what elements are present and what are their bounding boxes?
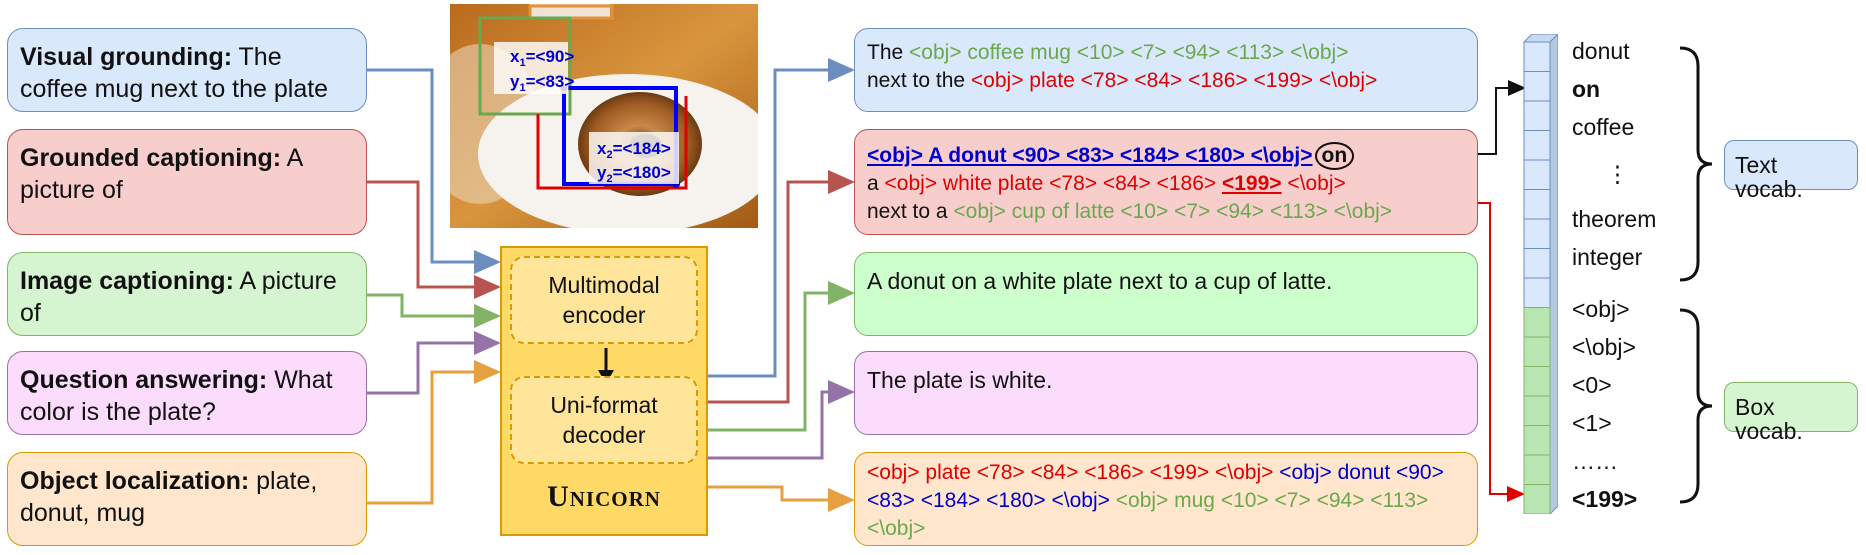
out-text: next to the [867,69,971,92]
vocab-word: <obj> [1572,296,1630,322]
encoder-label: Multimodal encoder [548,272,660,328]
mug-bbox [478,16,572,116]
arrow-loc-input [367,360,501,505]
out-answer: The plate is white. [867,367,1053,393]
arrow-captioning-output [708,170,855,404]
text-vocab-cell [1523,41,1551,72]
vocab-word: <199> [1572,486,1638,512]
donut-photo: x1=<90> y1=<83> x2=<184> y2=<180> [450,4,758,228]
out-text: The [867,41,910,64]
vocab-word: <1> [1572,410,1612,436]
text-vocab-brace [1679,46,1713,282]
arrow-grounding-input [367,68,501,274]
task-title: Question answering: [20,366,268,394]
box-vocab-cell [1523,484,1551,514]
out-latte-token: <obj> cup of latte <10> <7> <94> <113> <… [953,200,1393,223]
out-mug-token: <obj> coffee mug <10> <7> <94> <113> <\o… [909,41,1349,64]
on-token: on [1314,142,1355,170]
task-title: Visual grounding: [20,43,233,71]
box-vocab-cell [1523,425,1551,456]
out-plate-token: <obj> plate <78> <84> <186> <199> <\obj> [867,461,1280,484]
text-vocab-list: donut on coffee ⋮ theorem integer [1572,36,1656,272]
task-question-answering: Question answering: What color is the pl… [7,351,367,435]
text-vocab-cell [1523,130,1551,161]
box-vocab-label: Box vocab. [1724,382,1858,443]
task-text: The coffee mug next to the plate [20,43,329,103]
output-image-captioning: A donut on a white plate next to a cup o… [854,252,1478,336]
text-vocab-cell [1523,100,1551,131]
output-grounded-captioning: <obj> A donut <90> <83> <184> <180> <\ob… [854,129,1478,235]
text-vocab-cell [1523,248,1551,279]
box-vocab-cell [1523,307,1551,338]
multimodal-encoder: Multimodal encoder [510,256,698,344]
out-mug-token: <obj> mug <10> <7> <94> <113> <\obj> [867,489,1429,540]
arrow-grounding-output [708,58,855,378]
out-plate-token: <obj> plate <78> <84> <186> <199> <\obj> [970,69,1378,92]
task-visual-grounding: Visual grounding: The coffee mug next to… [7,28,367,112]
box-vocab-cell [1523,395,1551,426]
uni-format-decoder: Uni-format decoder [510,376,698,464]
vocab-word: donut [1572,38,1630,64]
vocab-word: <0> [1572,372,1612,398]
token-199: <199> [1221,172,1282,195]
vocab-word: integer [1572,244,1643,270]
output-object-localization: <obj> plate <78> <84> <186> <199> <\obj>… [854,452,1478,546]
out-text: next to a [867,200,954,223]
task-image-captioning: Image captioning: A picture of [7,252,367,336]
vocab-word: coffee [1572,114,1635,140]
text-vocab-cell [1523,218,1551,249]
task-text: A picture of [20,144,302,204]
photo-illustration: x1=<90> y1=<83> x2=<184> y2=<180> [450,4,758,228]
vocab-word: on [1572,76,1601,102]
y1-label: y1=<83> [510,72,574,94]
vocab-ellipsis: ⋮ [1606,161,1629,187]
task-text: A picture of [20,267,337,327]
out-obj-close: <\obj> [1281,172,1346,195]
task-title: Image captioning: [20,267,234,295]
output-question-answering: The plate is white. [854,351,1478,435]
out-caption: A donut on a white plate next to a cup o… [867,268,1333,294]
x1-label: x1=<90> [510,47,574,69]
task-object-localization: Object localization: plate, donut, mug [7,452,367,546]
x2-label: x2=<184> [597,139,671,161]
task-grounded-captioning: Grounded captioning: A picture of [7,129,367,235]
decoder-label: Uni-format decoder [550,392,658,448]
out-donut-token: <obj> donut <90> <83> <184> <180> <\obj> [867,461,1444,512]
text-vocab-label: Text vocab. [1724,140,1858,201]
box-vocab-cell [1523,336,1551,367]
vocab-word: <\obj> [1572,334,1636,360]
text-vocab-cell [1523,277,1551,308]
task-text: plate, donut, mug [20,467,318,527]
task-title: Grounded captioning: [20,144,282,172]
unicorn-model: Multimodal encoder Uni-format decoder Un… [500,246,708,536]
task-text: What color is the plate? [20,366,333,426]
text-vocab-cell [1523,159,1551,190]
arrow-qa-input [367,331,501,395]
vocab-column [1522,34,1558,514]
arrow-loc-output [708,485,855,512]
box-vocab-cell [1523,454,1551,485]
task-title: Object localization: [20,467,250,495]
plate-bbox [536,96,688,190]
arrow-imagecap-output [708,281,855,432]
y2-label: y2=<180> [597,163,671,185]
out-plate-token: <obj> white plate <78> <84> <186> [884,172,1222,195]
arrow-199-to-vocab [1307,198,1525,502]
text-vocab-cell [1523,71,1551,102]
label-text: Text vocab. [1735,152,1803,202]
box-vocab-cell [1523,366,1551,397]
arrow-imagecap-input [367,293,501,328]
vocab-word: …… [1572,448,1618,474]
out-text: a [867,172,885,195]
arrow-qa-output [708,380,855,460]
model-name: Unicorn [547,480,661,513]
out-donut-token: <obj> A donut <90> <83> <184> <180> <\ob… [867,144,1313,167]
box-vocab-brace [1679,308,1713,504]
output-visual-grounding: The <obj> coffee mug <10> <7> <94> <113>… [854,28,1478,112]
text-vocab-cell [1523,189,1551,220]
vocab-word: theorem [1572,206,1657,232]
box-vocab-list: <obj> <\obj> <0> <1> …… <199> [1572,294,1637,514]
label-text: Box vocab. [1735,394,1803,444]
arrow-captioning-input [367,180,501,299]
